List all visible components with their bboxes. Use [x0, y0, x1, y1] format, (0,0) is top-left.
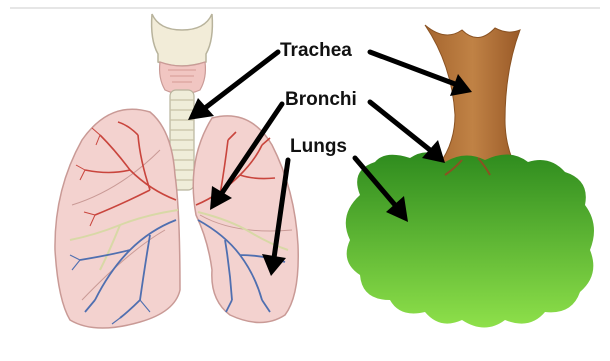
tree-canopy-shape — [346, 152, 594, 327]
bronchi-arrow-to-tree — [370, 102, 445, 163]
right-lung-shape — [193, 116, 298, 323]
bronchi-label: Bronchi — [285, 89, 357, 110]
trachea-label: Trachea — [280, 40, 352, 61]
lungs-label: Lungs — [290, 136, 347, 157]
human-lungs-illustration — [55, 14, 298, 328]
tree-illustration — [346, 25, 594, 328]
left-lung-shape — [55, 109, 180, 328]
larynx-shape — [152, 14, 213, 94]
